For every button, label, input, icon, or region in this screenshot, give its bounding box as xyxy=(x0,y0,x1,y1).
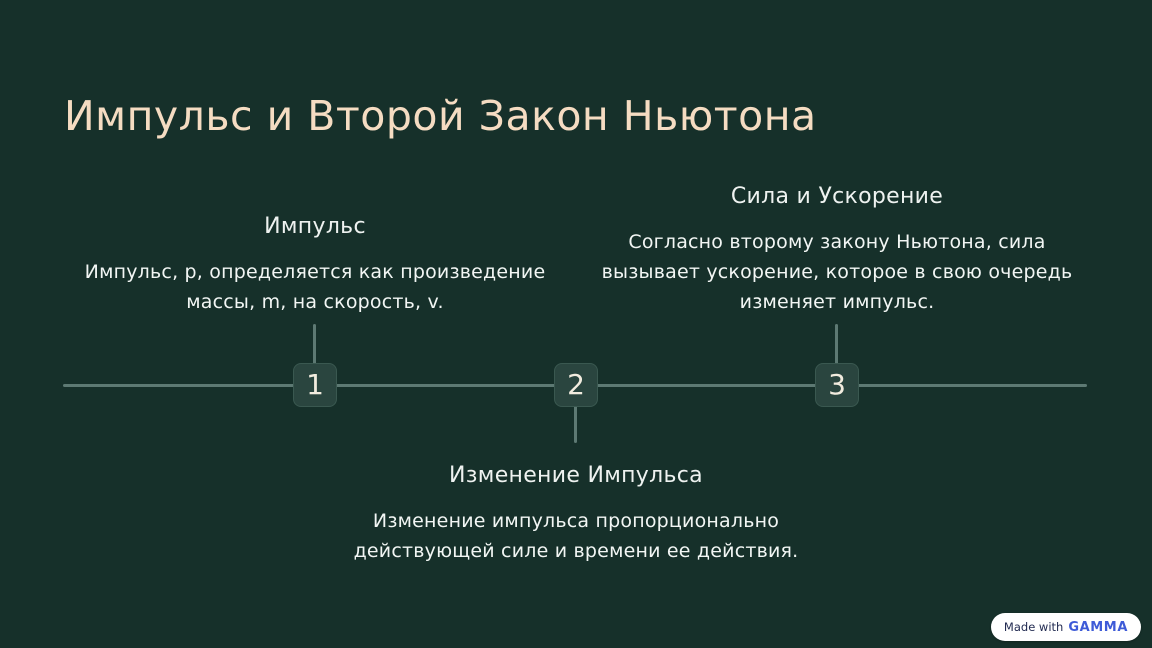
section-impulse: Импульс Импульс, p, определяется как про… xyxy=(65,213,565,317)
section-force-acceleration-body-line-3: изменяет импульс. xyxy=(739,291,935,313)
timeline-connector-step-1 xyxy=(313,324,316,366)
section-force-acceleration: Сила и Ускорение Согласно второму закону… xyxy=(587,183,1087,317)
section-momentum-change-body-line-2: действующей силе и времени ее действия. xyxy=(353,540,799,562)
timeline-connector-step-2 xyxy=(574,405,577,443)
timeline-marker-1-number: 1 xyxy=(306,368,324,401)
section-impulse-heading: Импульс xyxy=(264,214,366,239)
timeline-marker-1: 1 xyxy=(293,363,337,407)
section-momentum-change: Изменение Импульса Изменение импульса пр… xyxy=(326,462,826,566)
timeline-marker-2-number: 2 xyxy=(567,368,585,401)
gamma-logo: GAMMA xyxy=(1068,619,1128,635)
made-with-label: Made with xyxy=(1003,620,1064,634)
section-momentum-change-body-line-1: Изменение импульса пропорционально xyxy=(372,510,780,532)
slide-title: Импульс и Второй Закон Ньютона xyxy=(64,92,817,140)
timeline-connector-step-3 xyxy=(835,324,838,366)
timeline-marker-3: 3 xyxy=(815,363,859,407)
section-impulse-body-line-2: массы, m, на скорость, v. xyxy=(186,291,444,313)
section-force-acceleration-body-line-2: вызывает ускорение, которое в свою очере… xyxy=(601,261,1073,283)
section-force-acceleration-heading: Сила и Ускорение xyxy=(730,184,944,209)
made-with-gamma-badge[interactable]: Made with GAMMA xyxy=(990,613,1141,641)
section-momentum-change-heading: Изменение Импульса xyxy=(449,463,703,488)
section-force-acceleration-body-line-1: Согласно второму закону Ньютона, сила xyxy=(628,231,1046,253)
section-impulse-body-line-1: Импульс, p, определяется как произведени… xyxy=(84,261,546,283)
timeline-marker-3-number: 3 xyxy=(828,368,846,401)
timeline-marker-2: 2 xyxy=(554,363,598,407)
